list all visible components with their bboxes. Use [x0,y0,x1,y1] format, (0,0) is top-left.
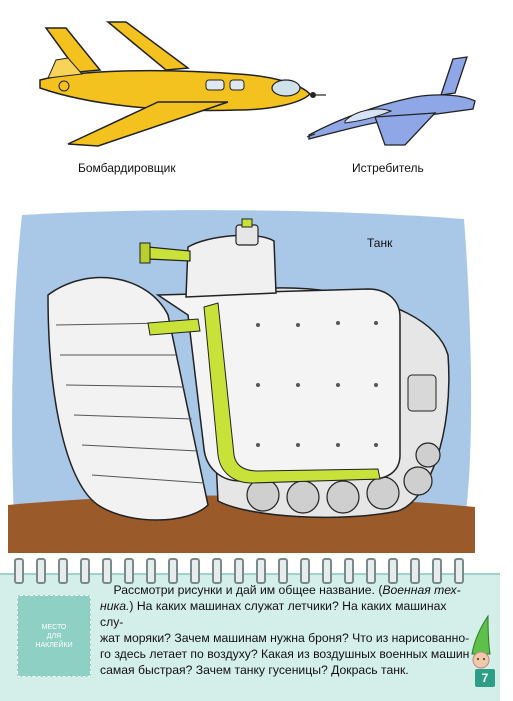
task-line: го здесь летает по воздуху? Какая из воз… [100,647,470,661]
binder-ring [124,558,134,584]
binder-ring [102,558,112,584]
fighter-illustration [306,56,476,146]
bomber-illustration [39,21,326,147]
binder-ring [432,558,442,584]
page-number: 7 [475,669,495,687]
binder-ring [190,558,200,584]
binder-ring [454,558,464,584]
sticker-placeholder: МЕСТО ДЛЯ НАКЛЕЙКИ [17,595,91,677]
sticker-label: МЕСТО [41,623,67,631]
task-text: Рассмотри рисунки и дай им общее названи… [100,582,472,678]
binder-ring [278,558,288,584]
task-line: самая быстрая? Зачем танку гусеницы? Док… [100,663,409,677]
binder-ring [388,558,398,584]
binder-ring [366,558,376,584]
binder-ring [80,558,90,584]
task-answer: ника. [100,599,130,613]
fighter-caption: Истребитель [352,161,424,175]
binder-ring [36,558,46,584]
task-line: жат моряки? Зачем машинам нужна броня? Ч… [100,631,470,645]
gnome-icon [471,614,491,669]
binder-ring [168,558,178,584]
sticker-label: ДЛЯ [46,632,62,640]
tank-caption: Танк [367,236,393,250]
binder-ring [212,558,222,584]
binder-ring [14,558,24,584]
task-line: ) На каких машинах служат летчики? На ка… [100,599,447,629]
binder-ring [410,558,420,584]
task-line: Рассмотри рисунки и дай им общее названи… [113,583,383,597]
tank-illustration [8,210,475,553]
binder-ring [256,558,266,584]
binder-ring [300,558,310,584]
bomber-caption: Бомбардировщик [78,161,176,175]
binder-ring [344,558,354,584]
binder-ring [234,558,244,584]
binder-ring [146,558,156,584]
binder-ring [322,558,332,584]
task-answer: Военная тех- [382,583,461,597]
binder-ring [58,558,68,584]
sticker-label: НАКЛЕЙКИ [35,641,73,649]
